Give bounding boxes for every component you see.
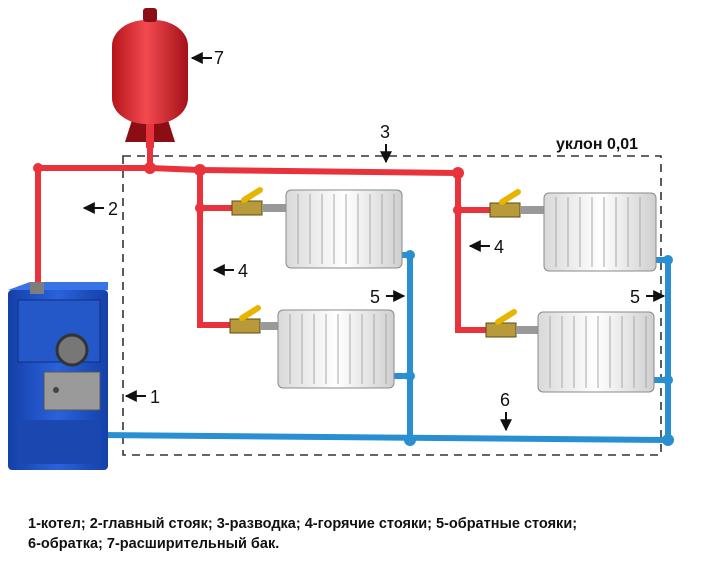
system-boundary	[122, 155, 662, 456]
label-6: 6	[500, 390, 510, 410]
legend-line-1: 1-котел; 2-главный стояк; 3-разводка; 4-…	[28, 516, 578, 532]
legend-line-2: 6-обратка; 7-расширительный бак.	[28, 536, 280, 552]
label-4a: 4	[238, 261, 248, 281]
valve-top-left	[231, 187, 286, 216]
label-2: 2	[108, 199, 118, 219]
supply-joints	[33, 162, 464, 215]
hot-riser-left	[197, 167, 239, 328]
return-riser-left	[399, 252, 413, 443]
expansion-tank	[112, 8, 188, 148]
legend: 1-котел; 2-главный стояк; 3-разводка; 4-…	[28, 514, 698, 554]
label-5b: 5	[630, 287, 640, 307]
radiator-top-right	[543, 192, 657, 272]
label-3: 3	[380, 122, 390, 142]
valve-bottom-left	[229, 305, 280, 334]
radiator-bottom-left	[277, 309, 395, 389]
hot-riser-right	[455, 170, 493, 333]
valve-top-right	[489, 189, 544, 218]
label-7: 7	[214, 48, 224, 68]
return-main-pipe	[97, 432, 671, 443]
label-slope: уклон 0,01	[556, 136, 638, 153]
radiator-top-left	[285, 189, 403, 269]
radiator-bottom-right	[537, 311, 655, 393]
main-riser	[35, 165, 153, 295]
boiler-gauge	[55, 333, 89, 367]
boiler	[8, 282, 108, 470]
return-joints	[404, 250, 674, 446]
callout-arrows	[82, 52, 666, 432]
label-5a: 5	[370, 287, 380, 307]
label-1: 1	[150, 387, 160, 407]
boiler-door	[43, 371, 101, 411]
valve-bottom-right	[485, 309, 538, 338]
label-4b: 4	[494, 237, 504, 257]
